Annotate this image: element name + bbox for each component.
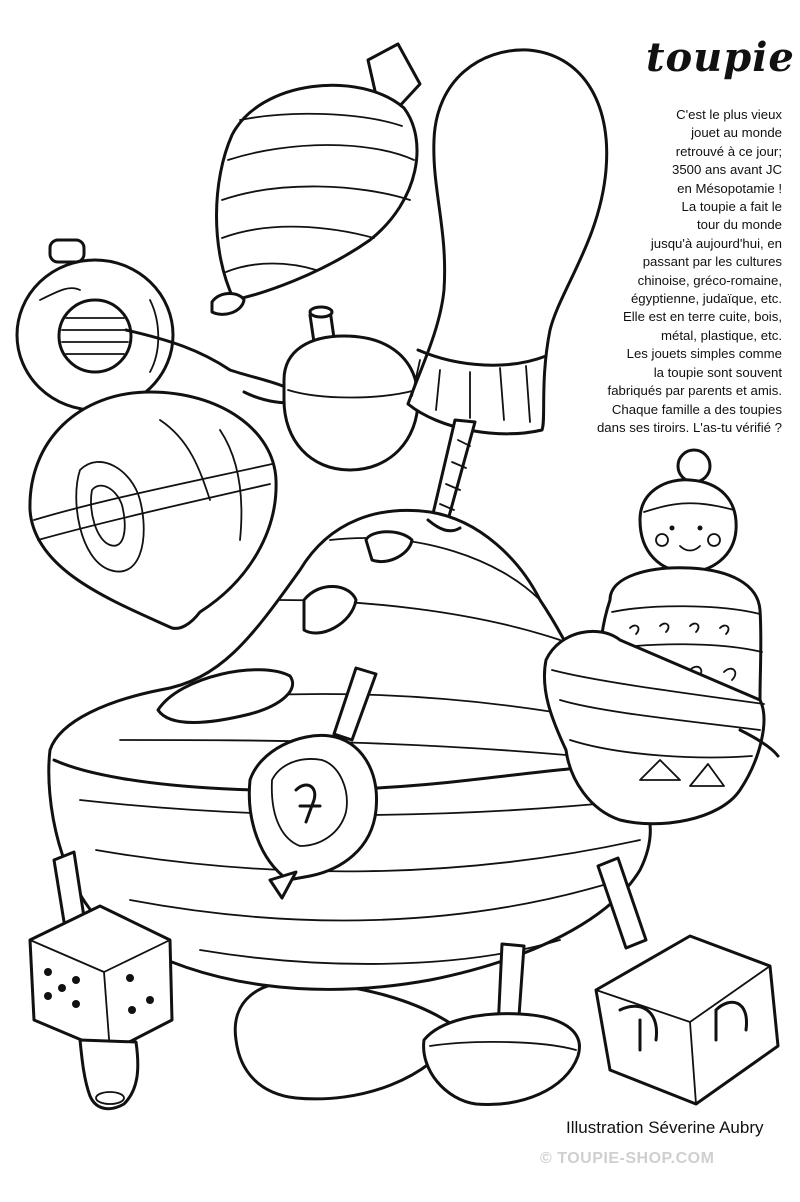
- flat-top-icon: [422, 942, 581, 1107]
- description-line: jusqu'à aujourd'hui, en: [650, 235, 782, 251]
- wooden-peg-top-icon: [28, 390, 278, 630]
- description-line: métal, plastique, etc.: [661, 327, 782, 343]
- description-line: la toupie sont souvent: [653, 364, 782, 380]
- description-line: chinoise, gréco-romaine,: [637, 272, 782, 288]
- illustration-credit: Illustration Séverine Aubry: [566, 1118, 764, 1137]
- description-line: Elle est en terre cuite, bois,: [622, 309, 782, 325]
- round-top-icon: [282, 305, 420, 472]
- description-line: égyptienne, judaïque, etc.: [630, 291, 782, 307]
- description-text: C'est le plus vieux jouet au monde retro…: [560, 106, 782, 437]
- copyright-watermark: © TOUPIE-SHOP.COM: [540, 1150, 715, 1167]
- description-line: passant par les cultures: [642, 254, 782, 270]
- description-line: dans ses tiroirs. L'as-tu vérifié ?: [596, 419, 782, 435]
- striped-top-icon: [210, 42, 422, 316]
- description-line: jouet au monde: [691, 125, 782, 141]
- description-line: retrouvé à ce jour;: [675, 143, 782, 159]
- yoyo-icon: [15, 238, 304, 412]
- description-line: fabriqués par parents et amis.: [607, 383, 782, 399]
- description-line: tour du monde: [696, 217, 782, 233]
- description-line: en Mésopotamie !: [677, 180, 782, 196]
- description-line: 3500 ans avant JC: [672, 162, 782, 178]
- description-line: La toupie a fait le: [681, 199, 782, 215]
- description-line: C'est le plus vieux: [676, 107, 782, 122]
- description-line: Chaque famille a des toupies: [611, 401, 782, 417]
- page-title: toupie: [646, 34, 795, 81]
- dice-dreidel-icon: [28, 850, 174, 1111]
- dreidel-small-icon: [247, 666, 379, 900]
- hebrew-dreidel-icon: [594, 856, 780, 1106]
- matryoshka-top-icon: [542, 448, 780, 826]
- description-line: Les jouets simples comme: [626, 346, 782, 362]
